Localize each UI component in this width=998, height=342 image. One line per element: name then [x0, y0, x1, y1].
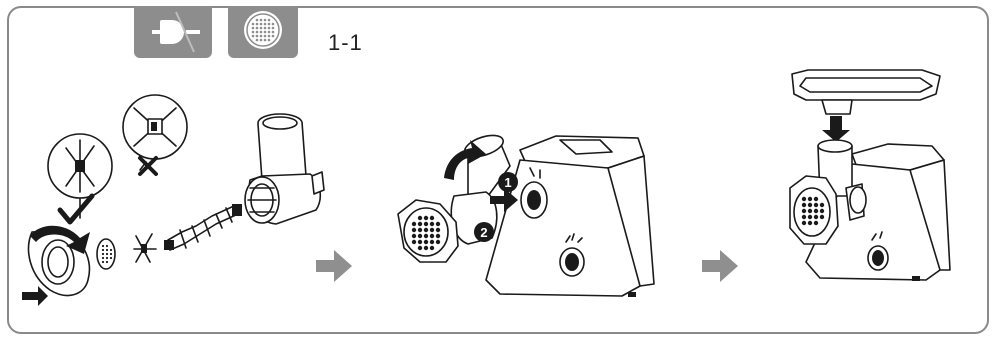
- grinding-plate: [97, 239, 115, 269]
- callout-1: 1: [498, 172, 518, 192]
- mincer-head: [245, 114, 324, 224]
- correct-orientation-bubble: [48, 134, 112, 222]
- step-3-assembled: [790, 70, 950, 281]
- ring-nut: [22, 226, 90, 306]
- down-arrow-icon: [822, 116, 850, 142]
- wrong-orientation-bubble: [123, 95, 187, 174]
- cutter-blade: [134, 234, 156, 262]
- next-step-arrow-icon: [316, 250, 352, 282]
- callout-2: 2: [474, 222, 494, 242]
- next-step-arrow-icon: [702, 250, 738, 282]
- step-1-exploded-parts: [22, 95, 352, 306]
- svg-text:2: 2: [480, 225, 487, 240]
- check-mark-icon: [60, 196, 92, 222]
- step-2-attach-head: 1 2: [398, 131, 738, 297]
- auger-screw: [164, 204, 242, 250]
- svg-text:1: 1: [504, 175, 511, 190]
